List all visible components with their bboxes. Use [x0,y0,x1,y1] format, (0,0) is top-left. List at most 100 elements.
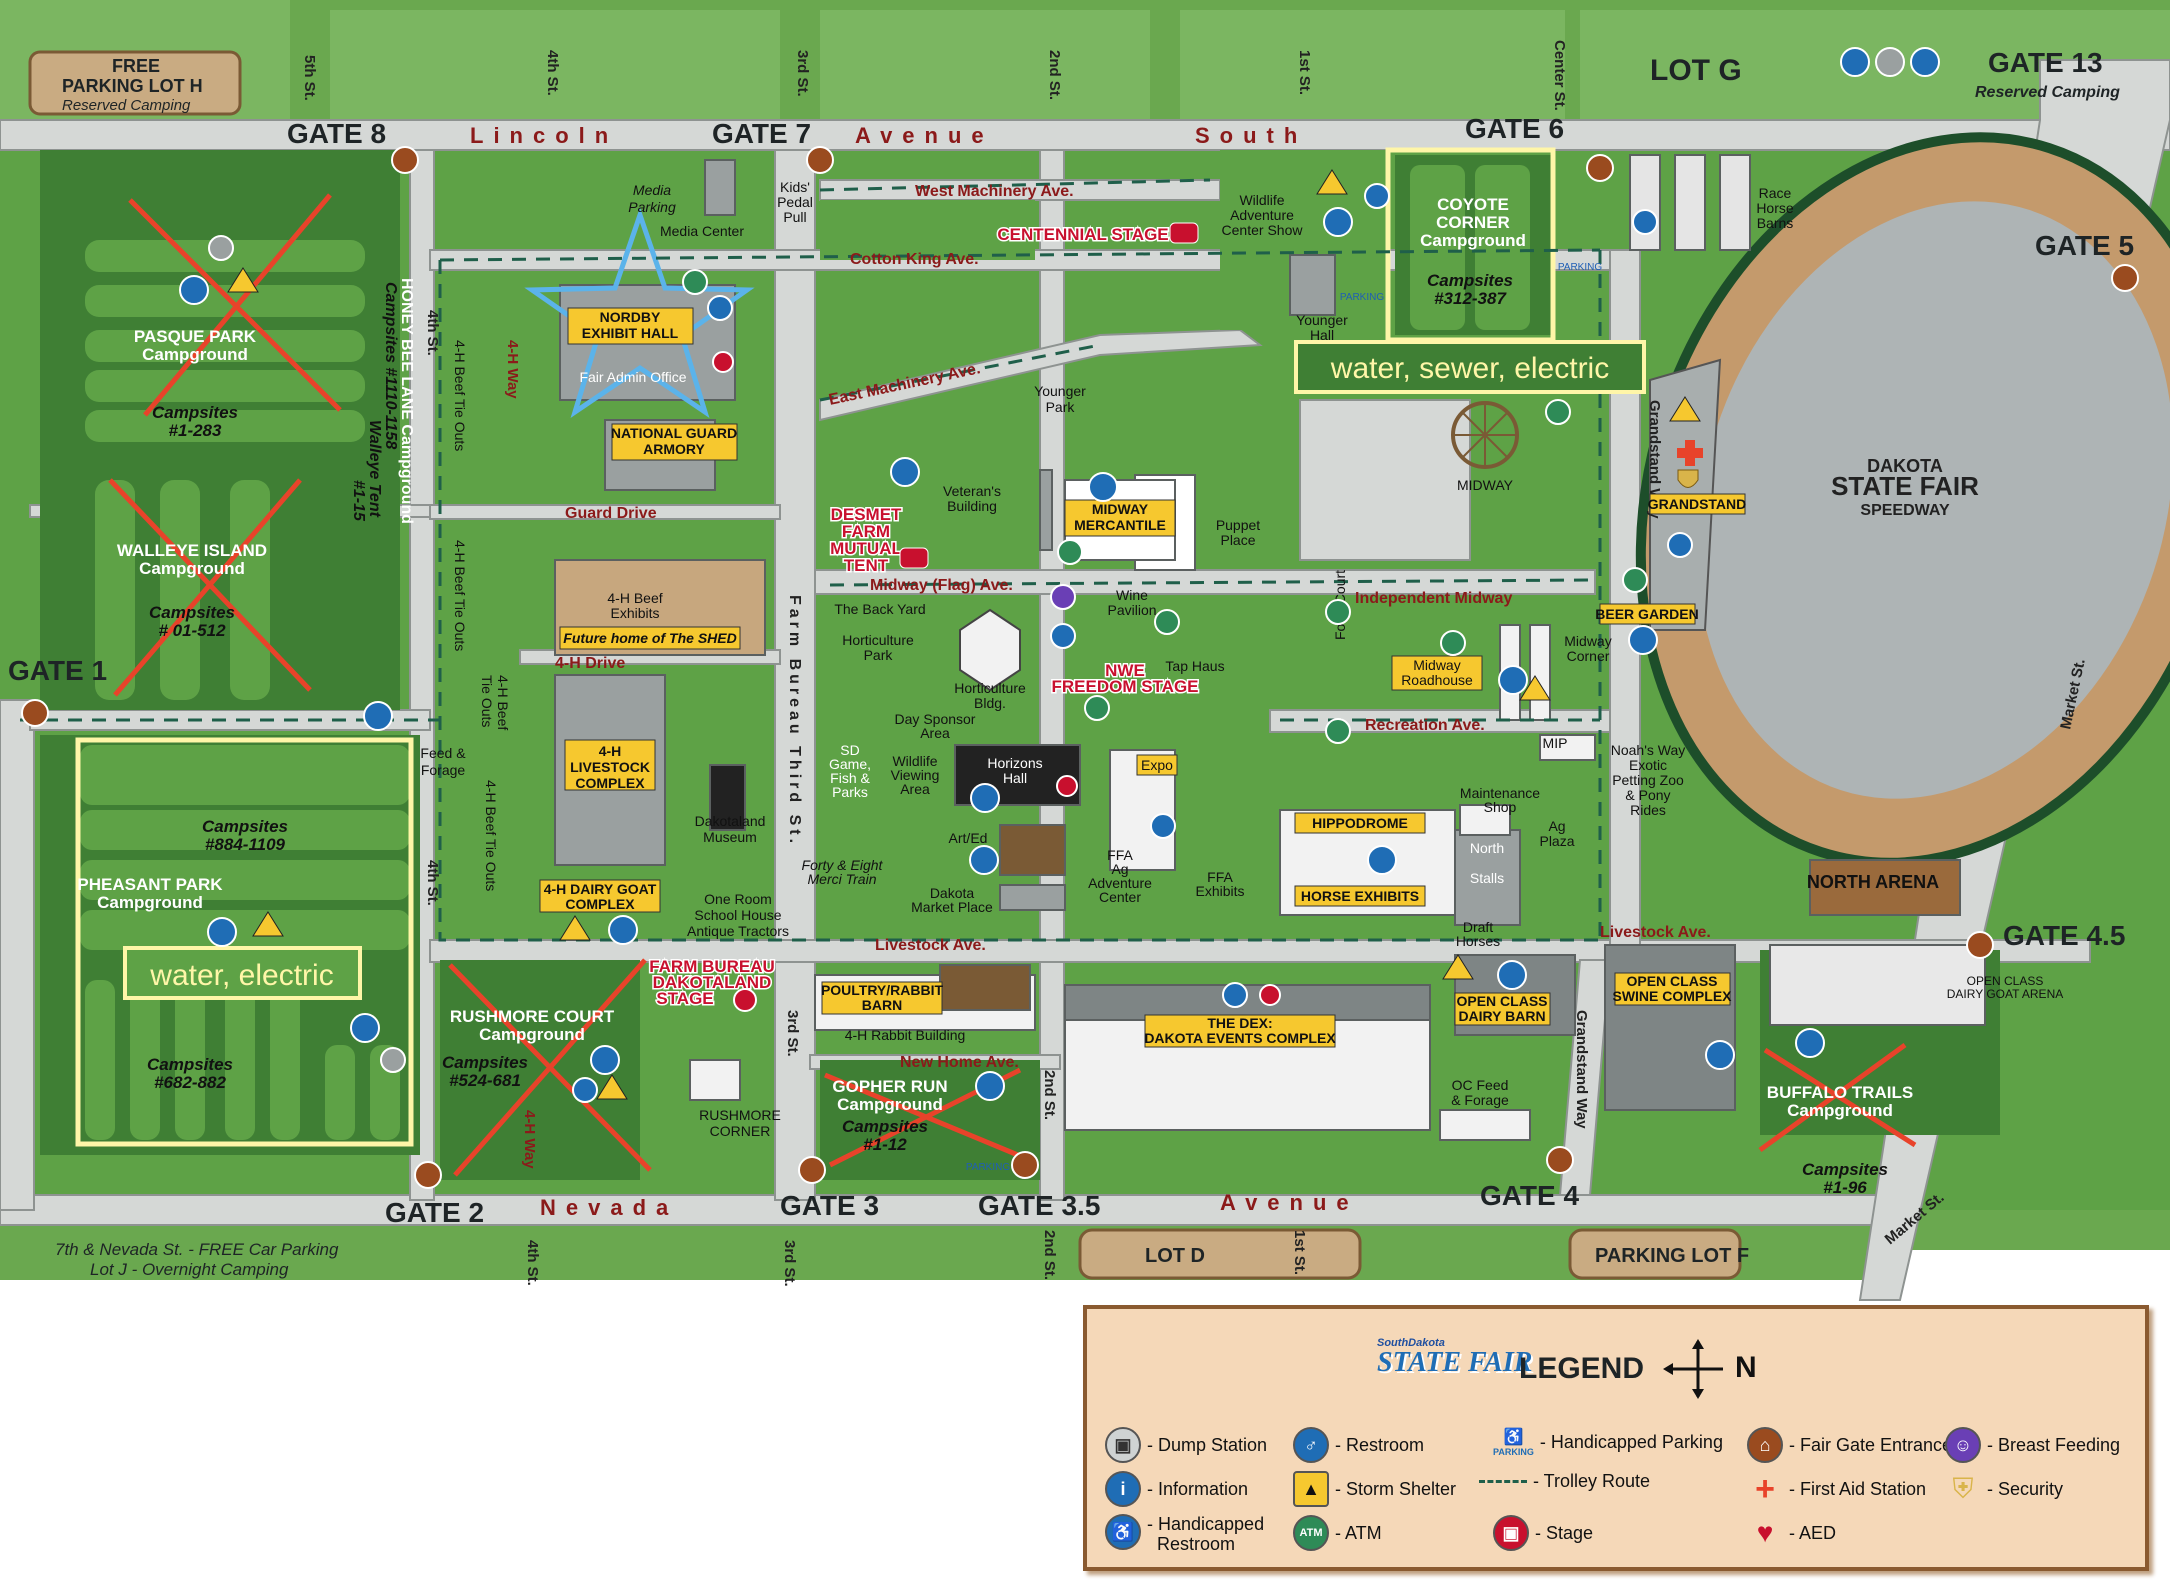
aed-icon [1259,984,1281,1006]
rushmore-court-line1: RUSHMORE COURT [450,1007,615,1026]
legend-item-breast: ☺ - Breast Feeding [1945,1427,2120,1463]
livestock-line2: LIVESTOCK [570,759,650,775]
race-barns-line2: Horse [1756,200,1794,216]
younger-park-line2: Park [1046,399,1076,415]
street-labels-vertical: 5th St. 4th St. 3rd St. 2nd St. 1st St. … [301,40,2089,1287]
beef-exhibits-line1: 4-H Beef [607,590,662,606]
media-center-label: Media Center [660,223,744,239]
street-2nd-top: 2nd St. [1046,50,1063,100]
gate-entrance-icon [798,1156,826,1184]
street-guard-drive: Guard Drive [565,505,657,522]
atm-icon [1154,609,1180,635]
campground-labels: PASQUE PARK Campground Campsites #1-283 … [77,195,1913,1197]
speedway-track [1635,132,2170,868]
street-south: South [1195,123,1307,148]
top-lots [0,0,2170,120]
legend-label-storm: - Storm Shelter [1335,1478,1457,1499]
street-3rd-top: 3rd St. [794,50,811,97]
speedway-line2: STATE FAIR [1831,471,1979,501]
honeybee-labels: HONEY BEE LANE Campground Campsites #111… [350,278,415,524]
gopher-sites-line1: Campsites [842,1117,928,1136]
restroom-icon [590,1045,620,1075]
gate-entrance-icon [391,146,419,174]
dex-line1: THE DEX: [1207,1015,1272,1031]
yellow-building-labels: NORDBY EXHIBIT HALL NATIONAL GUARD ARMOR… [539,307,1746,1048]
future-shed: Future home of The SHED [563,630,736,646]
noahs-line2: Exotic [1629,757,1667,773]
gate-3-label: GATE 3 [780,1190,879,1221]
street-4th-top: 4th St. [544,50,561,96]
speedway-line1: DAKOTA [1867,456,1943,476]
compass-icon [1663,1339,1723,1399]
coyote-line1: COYOTE [1437,195,1509,214]
hc-restroom-icon [1150,813,1176,839]
street-midway-flag: Midway (Flag) Ave. [870,577,1013,594]
atm-icon [1325,718,1351,744]
legend-label-dump: - Dump Station [1147,1434,1268,1455]
horizons-line1: Horizons [987,755,1042,771]
open-dairy-line1: OPEN CLASS [1456,993,1547,1009]
legend-item-security: ⛨ - Security [1945,1471,2063,1507]
restroom-icon [1323,207,1353,237]
buffalo-sites-line2: #1-96 [1823,1178,1867,1197]
rushmore-corner-line1: RUSHMORE [699,1107,781,1123]
gate-labels: GATE 1 GATE 2 GATE 3 GATE 3.5 GATE 4 GAT… [8,47,2134,1228]
walleye-sites-line1: Campsites [149,603,235,622]
gate-5-label: GATE 5 [2035,230,2134,261]
annotation-water-electric: water, electric [149,959,333,992]
street-4th-lower: 4th St. [424,860,441,906]
gate-entrance-icon [1546,1146,1574,1174]
younger-park-line1: Younger [1034,383,1086,399]
street-recreation-ave: Recreation Ave. [1365,717,1485,734]
poultry-line1: POULTRY/RABBIT [821,982,944,998]
lot-h-line1: FREE [112,56,160,76]
gate-entrance-icon [806,146,834,174]
hc-restroom-icon [572,1077,598,1103]
maint-line2: Shop [1484,799,1517,815]
map-legend: SouthDakota STATE FAIR LEGEND N ▣ - Dump… [1083,1305,2149,1571]
hort-park-line2: Park [864,647,894,663]
rushmore-court-line2: Campground [479,1025,585,1044]
blue-star-annotation [524,207,755,419]
hc-restroom-icon [1222,982,1248,1008]
stage-icon [899,547,929,569]
dump-station-icon: ▣ [1105,1427,1141,1463]
dakota-market-line1: Dakota [930,885,975,901]
legend-label-gate: - Fair Gate Entrance [1789,1434,1953,1455]
midway-corner-line1: Midway [1564,633,1611,649]
parking-small-3: PARKING [966,1162,1010,1173]
hort-bldg-line2: Bldg. [974,695,1006,711]
restroom-icon [1628,625,1658,655]
draft-line2: Horses [1456,933,1500,949]
midway-roadhouse-line2: Roadhouse [1401,672,1473,688]
fair-admin-label: Fair Admin Office [579,369,686,385]
coyote-sites-line1: Campsites [1427,271,1513,290]
gopher-line1: GOPHER RUN [832,1077,947,1096]
street-lincoln: Lincoln [470,123,618,148]
legend-label-info: - Information [1147,1478,1249,1499]
legend-label-hc-parking: - Handicapped Parking [1539,1431,1723,1452]
gate-1-label: GATE 1 [8,655,107,686]
ffa-ag-line4: Center [1099,889,1141,905]
street-center: Center St. [1551,40,1568,111]
honeybee-line1: HONEY BEE LANE Campground [398,278,415,524]
ag-plaza-line1: Ag [1548,818,1565,834]
dakotaland-line2: Museum [703,829,757,845]
centennial-stage-label: CENTENNIAL STAGE [997,225,1168,244]
rushmore-corner-line2: CORNER [710,1123,771,1139]
poultry-line2: BARN [862,997,902,1013]
legend-label-hc-restroom-2: Restroom [1157,1534,1236,1554]
rushmore-sites-line2: #524-681 [449,1071,521,1090]
first-aid-icon: + [1755,1469,1775,1508]
restroom-icon [179,275,209,305]
honeybee-line2: Campsites #1110-1158 [382,282,399,449]
sd-game-line2: Game, [829,756,871,772]
open-goat-line1: OPEN CLASS [1967,974,2044,988]
honeybee-line3: Walleye Tent [366,420,383,518]
restroom-icon [1497,960,1527,990]
gate-6-label: GATE 6 [1465,113,1564,144]
restroom-icon [350,1013,380,1043]
information-icon: i [1105,1471,1141,1507]
atm-icon: ATM [1293,1515,1329,1551]
rabbit-bldg-label: 4-H Rabbit Building [845,1027,966,1043]
